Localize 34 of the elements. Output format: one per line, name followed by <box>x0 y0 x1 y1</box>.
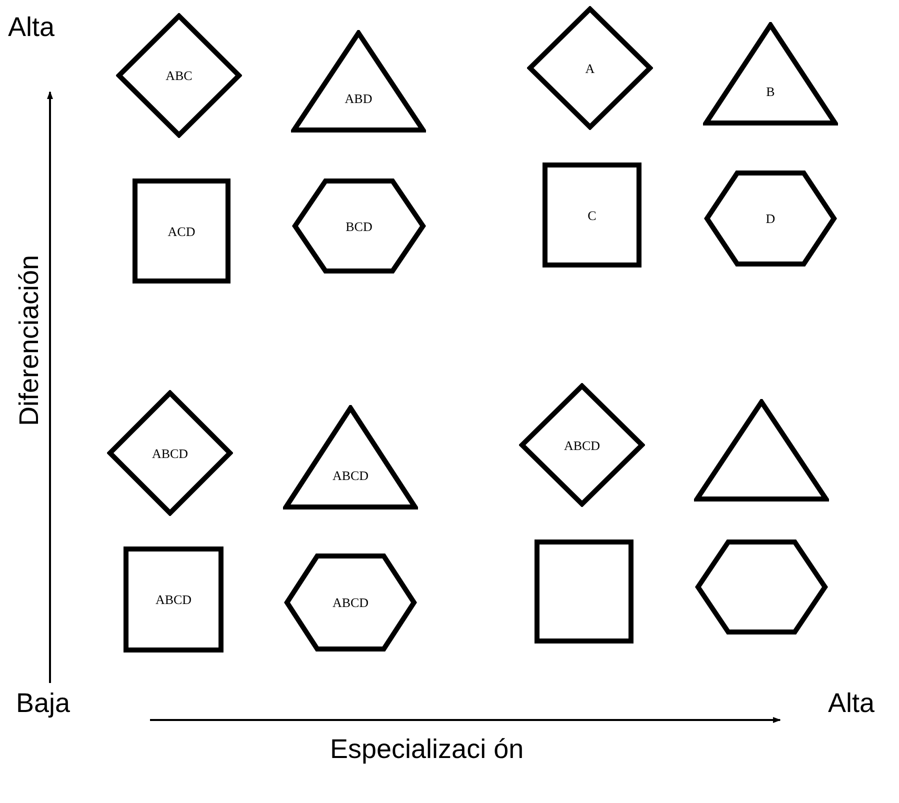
shape-label: A <box>585 62 595 74</box>
shape-label: B <box>766 85 775 98</box>
axis-title: Especializaci ón <box>330 736 524 763</box>
shape-label: ABD <box>344 92 372 105</box>
triangle-shape <box>283 405 418 510</box>
diamond-shape <box>116 13 242 138</box>
triangle-shape <box>703 22 838 126</box>
axis-level-label: Baja <box>16 690 70 717</box>
shape-label: ABCD <box>155 593 192 606</box>
square-shape <box>132 178 231 284</box>
shape-label: ABCD <box>332 469 369 482</box>
square-shape <box>534 539 634 644</box>
triangle-shape <box>291 30 426 133</box>
shape-label: ABC <box>166 69 192 82</box>
axis-title: Diferenciación <box>16 254 44 426</box>
shape-label: C <box>588 208 596 222</box>
hexagon-shape <box>704 170 837 267</box>
diamond-shape <box>107 390 233 516</box>
axis-level-label: Alta <box>8 14 55 41</box>
diamond-shape <box>519 383 645 507</box>
square-shape <box>123 546 224 653</box>
shape-label: ABCD <box>152 446 188 460</box>
shape-label: BCD <box>346 220 372 232</box>
hexagon-shape <box>284 553 417 652</box>
shape-label: ABCD <box>332 596 369 609</box>
hexagon-shape <box>695 539 828 635</box>
square-shape <box>542 162 642 268</box>
shape-label: D <box>766 212 776 225</box>
triangle-shape <box>694 399 829 502</box>
hexagon-shape <box>292 178 426 274</box>
diamond-shape <box>527 6 653 130</box>
shape-label: ABCD <box>564 438 600 452</box>
axis-level-label: Alta <box>828 690 875 717</box>
shape-label: ACD <box>168 224 196 238</box>
